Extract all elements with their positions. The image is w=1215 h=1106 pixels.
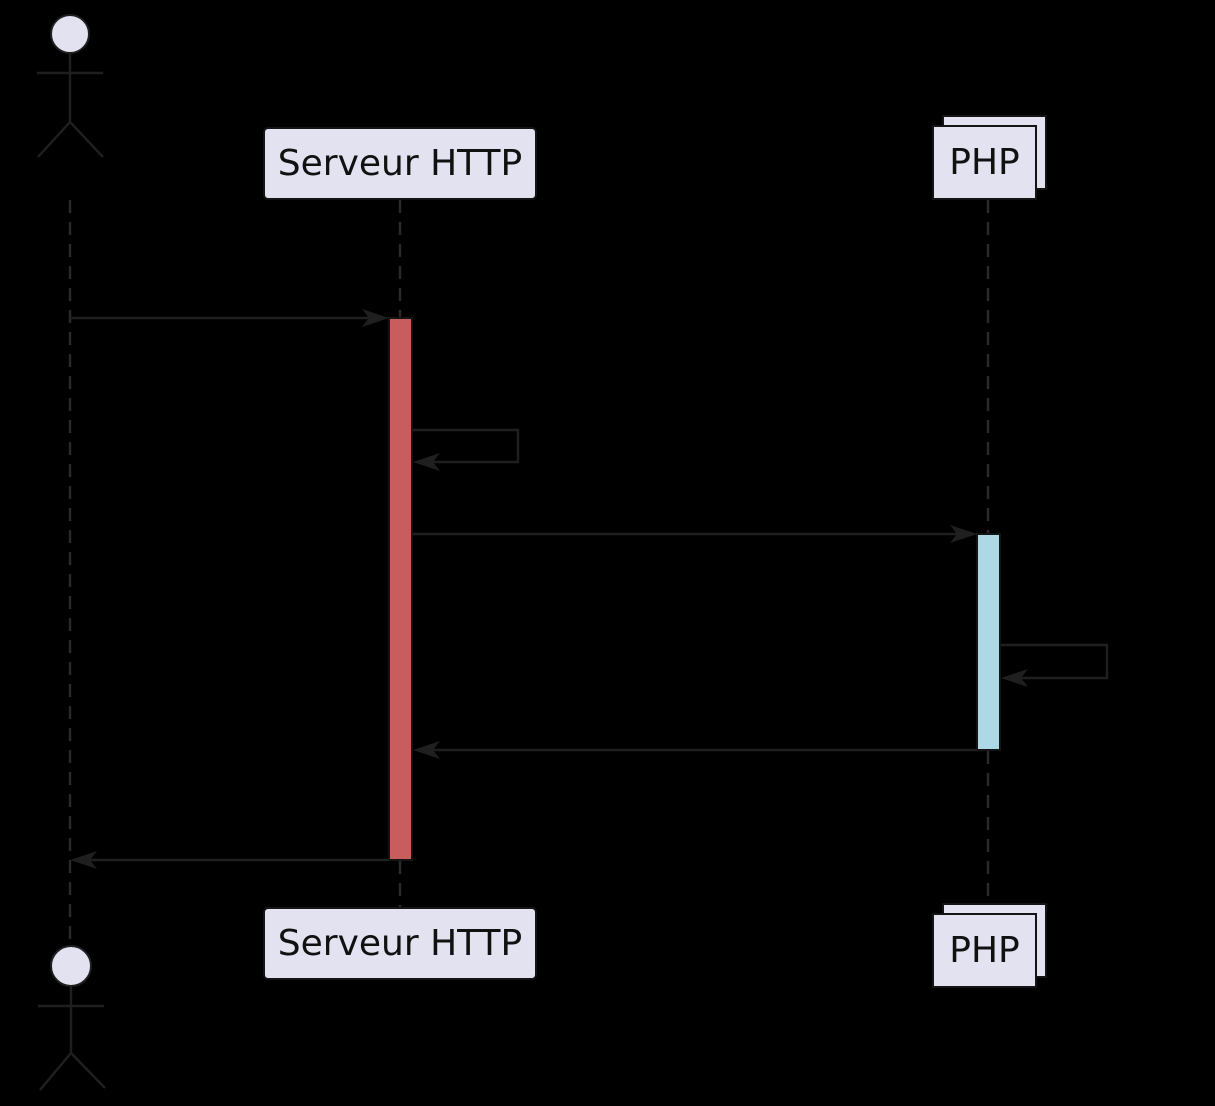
participant-php-bottom: PHP bbox=[932, 913, 1037, 988]
arrowhead-left-icon bbox=[413, 453, 440, 471]
actor-top-head bbox=[50, 14, 90, 54]
message-http-self-line bbox=[413, 428, 520, 464]
activation-bar-php bbox=[976, 533, 1001, 751]
participant-serveur-http-bottom: Serveur HTTP bbox=[263, 907, 537, 980]
actor-icon-bottom bbox=[38, 945, 106, 1091]
arrowhead-left-icon bbox=[413, 741, 440, 759]
actor-top-right-leg bbox=[69, 121, 104, 158]
message-http-self bbox=[413, 428, 520, 471]
actor-icon-top bbox=[37, 14, 104, 158]
message-user-to-http bbox=[70, 309, 389, 327]
actor-bottom-left-leg bbox=[39, 1052, 72, 1091]
participant-php-top: PHP bbox=[932, 125, 1037, 200]
participant-serveur-http-top: Serveur HTTP bbox=[263, 127, 537, 200]
actor-bottom-right-leg bbox=[70, 1052, 106, 1089]
message-php-self-line bbox=[1001, 643, 1109, 680]
message-php-self bbox=[1001, 643, 1109, 687]
arrowhead-left-icon bbox=[70, 851, 97, 869]
participant-php-label: PHP bbox=[949, 929, 1020, 971]
message-http-to-php bbox=[413, 525, 977, 543]
arrowhead-left-icon bbox=[1001, 669, 1028, 687]
arrowhead-right-icon bbox=[362, 309, 389, 327]
message-http-to-user bbox=[70, 851, 389, 869]
arrowhead-right-icon bbox=[950, 525, 977, 543]
message-php-to-http bbox=[413, 741, 977, 759]
actor-bottom-head bbox=[50, 945, 92, 987]
participant-serveur-http-label: Serveur HTTP bbox=[277, 922, 523, 964]
activation-bar-serveur-http bbox=[388, 317, 413, 861]
participant-php-label: PHP bbox=[949, 141, 1020, 183]
actor-top-left-leg bbox=[37, 121, 71, 158]
participant-serveur-http-label: Serveur HTTP bbox=[277, 142, 523, 184]
